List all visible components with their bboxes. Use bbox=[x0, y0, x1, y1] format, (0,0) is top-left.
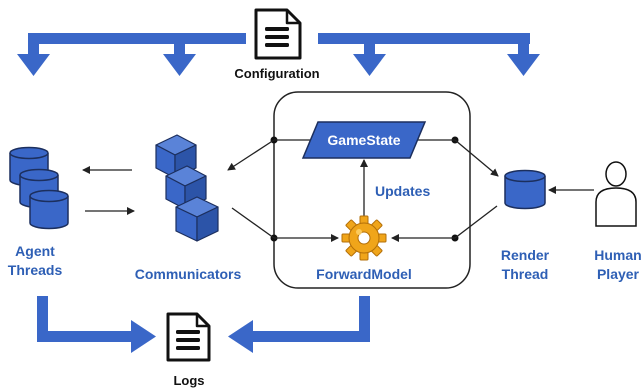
communicators-label: Communicators bbox=[135, 266, 242, 282]
render-thread-label-line1: Render bbox=[501, 247, 550, 263]
updates-label: Updates bbox=[375, 183, 430, 199]
gamestate-node: GameState bbox=[301, 121, 427, 159]
agent-threads-database-icon bbox=[9, 146, 69, 230]
config-distribution-arrows bbox=[17, 33, 540, 76]
forward-model-gear-icon bbox=[341, 215, 387, 261]
forward-model-container bbox=[273, 91, 471, 289]
render-thread-label-line2: Thread bbox=[502, 266, 549, 282]
human-player-label-line2: Player bbox=[597, 266, 640, 282]
logs-document-icon bbox=[166, 312, 211, 362]
log-collection-arrows bbox=[37, 296, 370, 353]
human-player-label-line1: Human bbox=[594, 247, 641, 263]
render-thread-database-icon bbox=[504, 169, 546, 210]
flow-lines bbox=[227, 139, 499, 242]
configuration-label: Configuration bbox=[234, 66, 319, 81]
human-player-person-icon bbox=[595, 161, 637, 227]
configuration-document-icon bbox=[254, 8, 302, 60]
logs-label: Logs bbox=[173, 373, 204, 388]
gamestate-label: GameState bbox=[327, 132, 400, 148]
agent-threads-label-line2: Threads bbox=[8, 262, 63, 278]
agent-threads-label-line1: Agent bbox=[15, 243, 55, 259]
communicators-cubes-icon bbox=[155, 134, 219, 242]
forward-model-label: ForwardModel bbox=[316, 266, 412, 282]
